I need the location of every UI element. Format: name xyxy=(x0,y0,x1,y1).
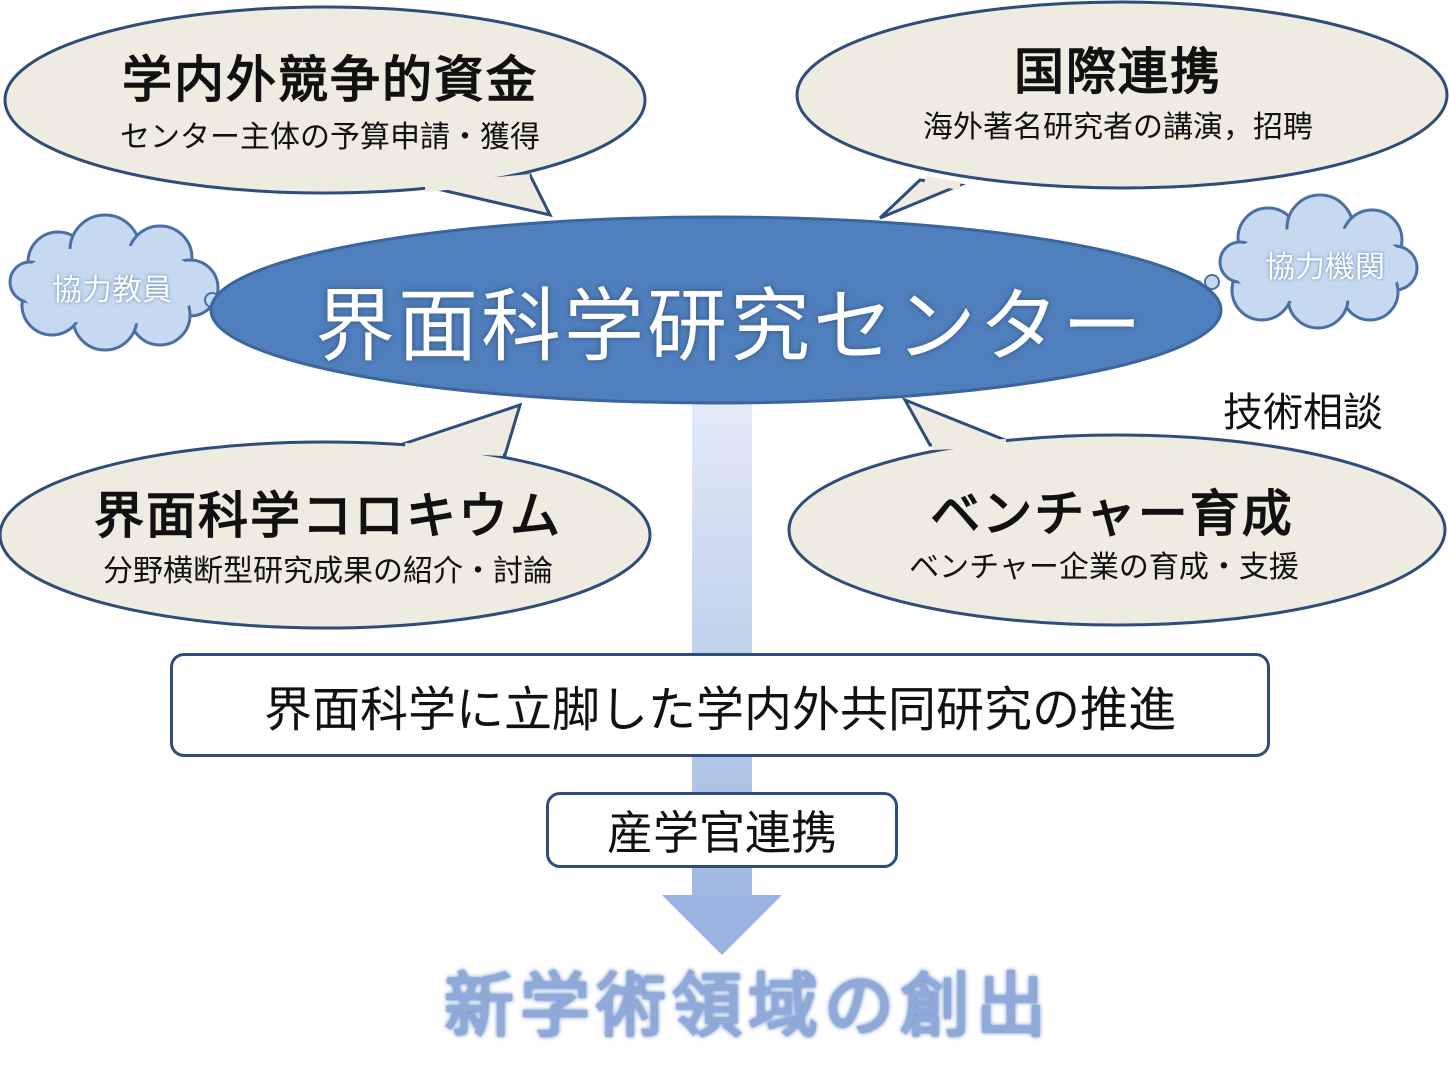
joint-research-label: 界面科学に立脚した学内外共同研究の推進 xyxy=(263,682,1176,738)
bubble-tail-venture xyxy=(901,397,1011,447)
cloud-left-label: 協力教員 xyxy=(52,273,172,308)
center-ellipse xyxy=(209,215,1223,405)
bubble-funding xyxy=(3,5,647,195)
bubble-colloquium xyxy=(0,440,652,630)
bubble-funding-title: 学内外競争的資金 xyxy=(122,51,538,109)
industry-box: 産学官連携 xyxy=(546,792,898,868)
joint-research-box: 界面科学に立脚した学内外共同研究の推進 xyxy=(170,653,1270,757)
cloud-right-label: 協力機関 xyxy=(1265,250,1385,285)
center-title: 界面科学研究センター xyxy=(315,280,1145,373)
bubble-international xyxy=(795,0,1449,190)
side-note-consultation: 技術相談 xyxy=(1223,390,1383,436)
bubble-colloquium-title: 界面科学コロキウム xyxy=(94,487,562,545)
bubble-venture xyxy=(787,433,1447,627)
cloud-left xyxy=(8,213,245,352)
result-text: 新学術領域の創出 xyxy=(444,965,1052,1047)
industry-label: 産学官連携 xyxy=(607,806,837,860)
bubble-funding-subtitle: センター主体の予算申請・獲得 xyxy=(120,120,540,155)
bubble-venture-subtitle: ベンチャー企業の育成・支援 xyxy=(909,550,1299,585)
bubble-venture-title: ベンチャー育成 xyxy=(930,485,1294,543)
bubble-international-subtitle: 海外著名研究者の講演，招聘 xyxy=(923,110,1313,145)
bubble-colloquium-subtitle: 分野横断型研究成果の紹介・討論 xyxy=(103,554,553,589)
cloud-right xyxy=(1181,193,1419,330)
flow-arrow-head xyxy=(662,895,782,955)
bubble-international-title: 国際連携 xyxy=(1014,43,1222,101)
